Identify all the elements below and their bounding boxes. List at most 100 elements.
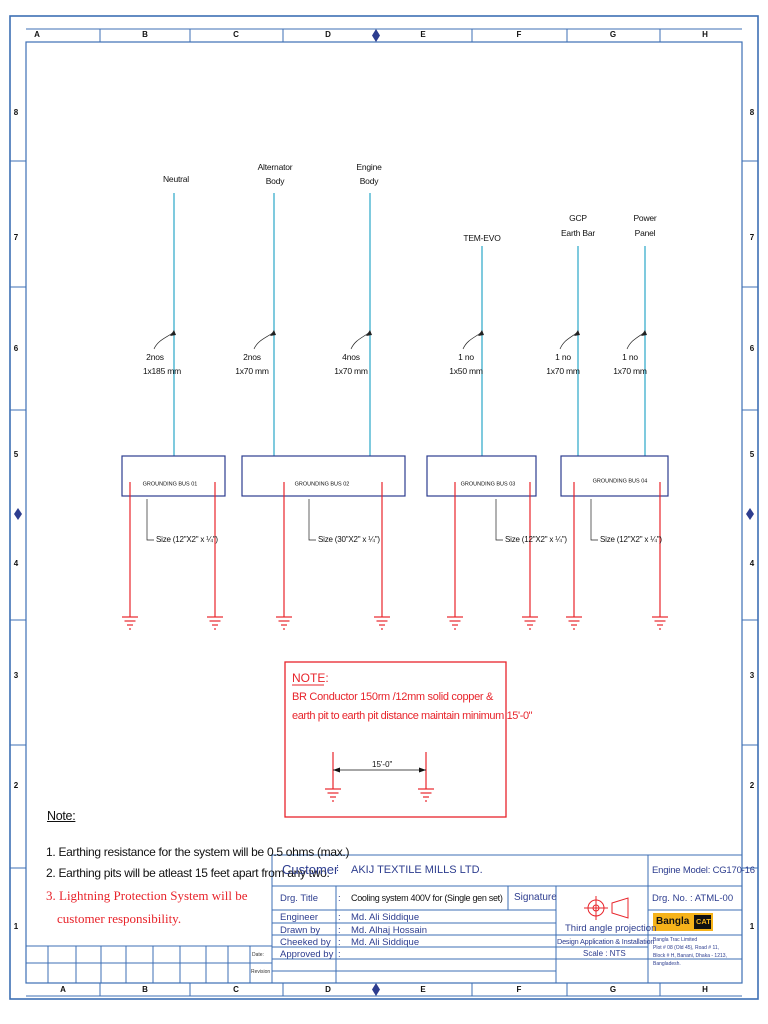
- note-box-line: BR Conductor 150rm /12mm solid copper &: [292, 691, 494, 703]
- engineer-separator: :: [338, 912, 341, 923]
- zone-label-left: 6: [13, 344, 19, 353]
- company-address: Plot # 08 (Old 45), Road # 11,: [653, 945, 720, 951]
- projection-symbol: [584, 896, 629, 920]
- feeder-label: Power: [633, 213, 657, 223]
- zone-label-bottom: H: [702, 985, 708, 994]
- logo-badge: CAT: [696, 917, 711, 926]
- customer-separator: :: [336, 862, 340, 874]
- inner-frame: [25, 41, 743, 984]
- outer-frame: [9, 15, 759, 1000]
- drawn-by-value: Md. Alhaj Hossain: [351, 925, 428, 936]
- zone-label-left: 8: [13, 108, 19, 117]
- feeder-label: Panel: [634, 228, 656, 238]
- zone-label-right: 5: [749, 450, 755, 459]
- zone-label-right: 4: [749, 559, 755, 568]
- zone-label-top: F: [516, 30, 522, 39]
- drg-title-separator: :: [338, 893, 341, 904]
- zone-label-right: 1: [749, 922, 755, 931]
- approved-by-label: Approved by: [280, 949, 334, 960]
- drawing-number: Drg. No. : ATML-00: [652, 893, 734, 904]
- cable-size: 1x70 mm: [235, 366, 269, 376]
- company-address: Block # H, Banani, Dhaka - 1213,: [653, 953, 727, 959]
- zone-label-right: 6: [749, 344, 755, 353]
- note-earth-pits: [324, 752, 435, 802]
- customer-value: AKIJ TEXTILE MILLS LTD.: [351, 864, 483, 876]
- drg-title-value: Cooling system 400V for (Single gen set): [351, 893, 503, 903]
- cable-count: 2nos: [146, 352, 164, 362]
- zone-label-bottom: G: [609, 985, 617, 994]
- cable-size: 1x70 mm: [613, 366, 647, 376]
- checked-by-value: Md. Ali Siddique: [351, 937, 420, 948]
- checked-by-label: Cheeked by: [280, 937, 331, 948]
- zone-label-top: H: [702, 30, 708, 39]
- grounding-bus-label: GROUNDING BUS 04: [592, 478, 648, 485]
- earth-conductors: [129, 482, 661, 617]
- size-leaders: [146, 499, 598, 541]
- note-item: 2. Earthing pits will be atleast 15 feet…: [46, 866, 330, 880]
- bus-size: Size (12"X2" x ¼"): [505, 535, 567, 544]
- zone-label-right: 7: [749, 233, 755, 242]
- projection-label: Third angle projection: [565, 923, 657, 934]
- title-block-grid: [271, 854, 743, 984]
- cable-size: 1x50 mm: [449, 366, 483, 376]
- revision-label: Revision: [251, 969, 271, 975]
- cable-size: 1x185 mm: [142, 366, 182, 376]
- zone-label-left: 3: [13, 671, 19, 680]
- zone-label-top: A: [34, 30, 40, 39]
- zone-label-bottom: E: [420, 985, 426, 994]
- grounding-bus-label: GROUNDING BUS 02: [294, 481, 350, 488]
- feeder-label: TEM-EVO: [463, 233, 501, 243]
- feeder-label: GCP: [569, 213, 587, 223]
- logo-text: Bangla: [656, 916, 690, 927]
- company-address: Bangladesh.: [653, 961, 681, 967]
- zone-label-top: G: [609, 30, 617, 39]
- revision-table: [26, 945, 272, 983]
- zone-label-top: D: [325, 30, 331, 39]
- cable-count: 1 no: [458, 352, 474, 362]
- zone-label-left: 4: [13, 559, 19, 568]
- customer-label: Customer: [282, 862, 339, 877]
- notes-title: Note:: [47, 809, 76, 823]
- cable-count: 4nos: [342, 352, 360, 362]
- dimension-text: 15'-0": [372, 760, 393, 769]
- drg-title-label: Drg. Title: [280, 893, 319, 904]
- feeder-label: Earth Bar: [560, 228, 596, 238]
- checked-by-separator: :: [338, 937, 341, 948]
- feeder-label: Body: [265, 176, 285, 186]
- revision-date-label: Date:: [252, 952, 264, 958]
- design-label: Design Application & Installation: [557, 937, 655, 946]
- zone-ticks: [10, 28, 758, 997]
- zone-label-bottom: F: [516, 985, 522, 994]
- bus-size: Size (12"X2" x ¼"): [600, 535, 662, 544]
- arrow-heads: [170, 330, 647, 336]
- zone-label-bottom: B: [142, 985, 148, 994]
- zone-label-bottom: D: [325, 985, 331, 994]
- center-marks: [14, 29, 754, 996]
- cable-count: 1 no: [555, 352, 571, 362]
- feeder-label: Neutral: [162, 174, 190, 184]
- zone-label-left: 7: [13, 233, 19, 242]
- note-box-line: earth pit to earth pit distance maintain…: [292, 710, 533, 722]
- cable-count: 1 no: [622, 352, 638, 362]
- bus-size: Size (12"X2" x ¼"): [156, 535, 218, 544]
- zone-label-right: 8: [749, 108, 755, 117]
- drawn-by-separator: :: [338, 925, 341, 936]
- zone-label-bottom: C: [233, 985, 239, 994]
- feeder-label: Body: [359, 176, 379, 186]
- cable-size: 1x70 mm: [334, 366, 368, 376]
- feeder-lines: [173, 193, 646, 456]
- zone-label-top: E: [420, 30, 426, 39]
- grounding-bus-label: GROUNDING BUS 03: [460, 481, 516, 488]
- zone-label-top: C: [233, 30, 239, 39]
- signature-label: Signature: [514, 892, 557, 903]
- zone-label-left: 5: [13, 450, 19, 459]
- grounding-buses: [121, 455, 669, 497]
- approved-by-separator: :: [338, 949, 341, 960]
- engine-model: Engine Model: CG170-16: [652, 865, 755, 876]
- zone-label-left: 2: [13, 781, 19, 790]
- zone-label-top: B: [142, 30, 148, 39]
- engineer-label: Engineer: [280, 912, 319, 923]
- bus-size: Size (30"X2" x ¼"): [318, 535, 380, 544]
- note-box-title: NOTE:: [292, 671, 329, 685]
